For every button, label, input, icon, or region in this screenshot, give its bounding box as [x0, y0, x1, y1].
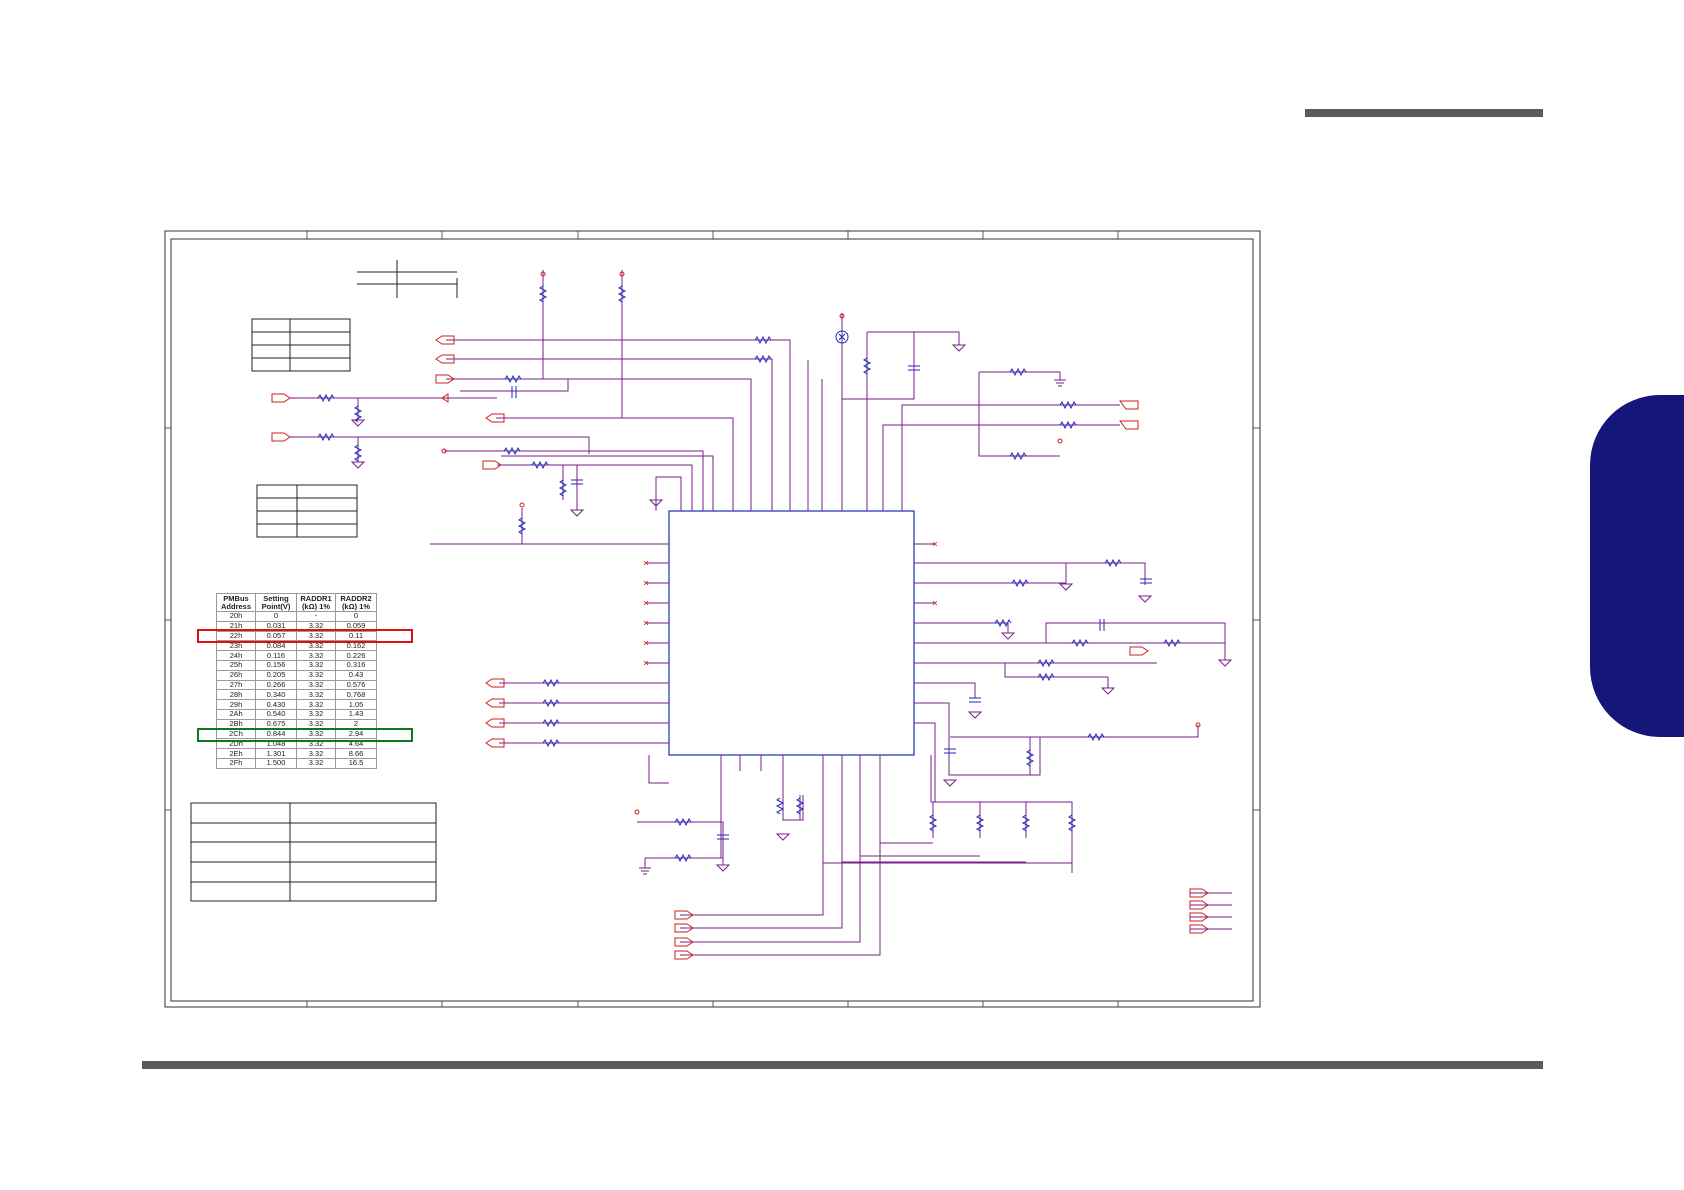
table-cell: 0 [255, 611, 297, 622]
table-cell: 1.500 [255, 757, 297, 769]
sheet-frame [164, 230, 1261, 1008]
table-cell: 0.576 [335, 679, 377, 691]
wires [289, 270, 1232, 956]
table-cell: 3.32 [296, 679, 336, 691]
table-cell: 2Fh [216, 757, 256, 769]
no-connect-marks [643, 541, 938, 666]
table-cell: 2Eh [216, 748, 256, 759]
table-cell: 0.116 [255, 650, 297, 661]
table-cell: 0.266 [255, 679, 297, 691]
table-cell: 0.540 [255, 708, 297, 720]
table-cell: - [296, 611, 336, 622]
footer-rule [142, 1061, 1543, 1069]
table-cell: 3.32 [296, 669, 336, 681]
table-cell: 28h [216, 689, 256, 701]
header-raddr1: RADDR1(kΩ) 1% [296, 593, 336, 612]
table-cell: 26h [216, 669, 256, 681]
highlight-row-22h [197, 629, 413, 643]
table-cell: 24h [216, 650, 256, 661]
controller-ic [668, 510, 915, 756]
header-raddr2: RADDR2(kΩ) 1% [335, 593, 377, 612]
table-cell: 0.340 [255, 689, 297, 701]
table-cell: 1.05 [335, 699, 377, 710]
table-cell: 0.316 [335, 659, 377, 671]
table-cell: 20h [216, 611, 256, 622]
chapter-side-tab [1590, 395, 1684, 737]
power-dots [441, 271, 1201, 815]
annotation-tables [190, 260, 458, 902]
table-cell: 0.156 [255, 659, 297, 671]
table-cell: 3.32 [296, 708, 336, 720]
table-cell: 3.32 [296, 757, 336, 769]
table-cell: 29h [216, 699, 256, 710]
table-cell: 8.66 [335, 748, 377, 759]
table-cell: 2Ah [216, 708, 256, 720]
ground-symbols [350, 344, 1233, 875]
table-cell: 25h [216, 659, 256, 671]
table-cell: 27h [216, 679, 256, 691]
table-cell: 16.5 [335, 757, 377, 769]
table-cell: 0.43 [335, 669, 377, 681]
highlight-row-2ch [197, 728, 413, 742]
table-cell: 0 [335, 611, 377, 622]
table-cell: 0.226 [335, 650, 377, 661]
table-cell: 1.301 [255, 748, 297, 759]
header-rule [1305, 109, 1543, 117]
table-cell: 1.43 [335, 708, 377, 720]
table-cell: 3.32 [296, 659, 336, 671]
table-cell: 3.32 [296, 689, 336, 701]
table-cell: 3.32 [296, 748, 336, 759]
table-cell: 3.32 [296, 699, 336, 710]
table-cell: 0.430 [255, 699, 297, 710]
table-cell: 3.32 [296, 650, 336, 661]
table-cell: 0.205 [255, 669, 297, 681]
table-cell: 0.768 [335, 689, 377, 701]
off-page-ports [271, 335, 1209, 960]
